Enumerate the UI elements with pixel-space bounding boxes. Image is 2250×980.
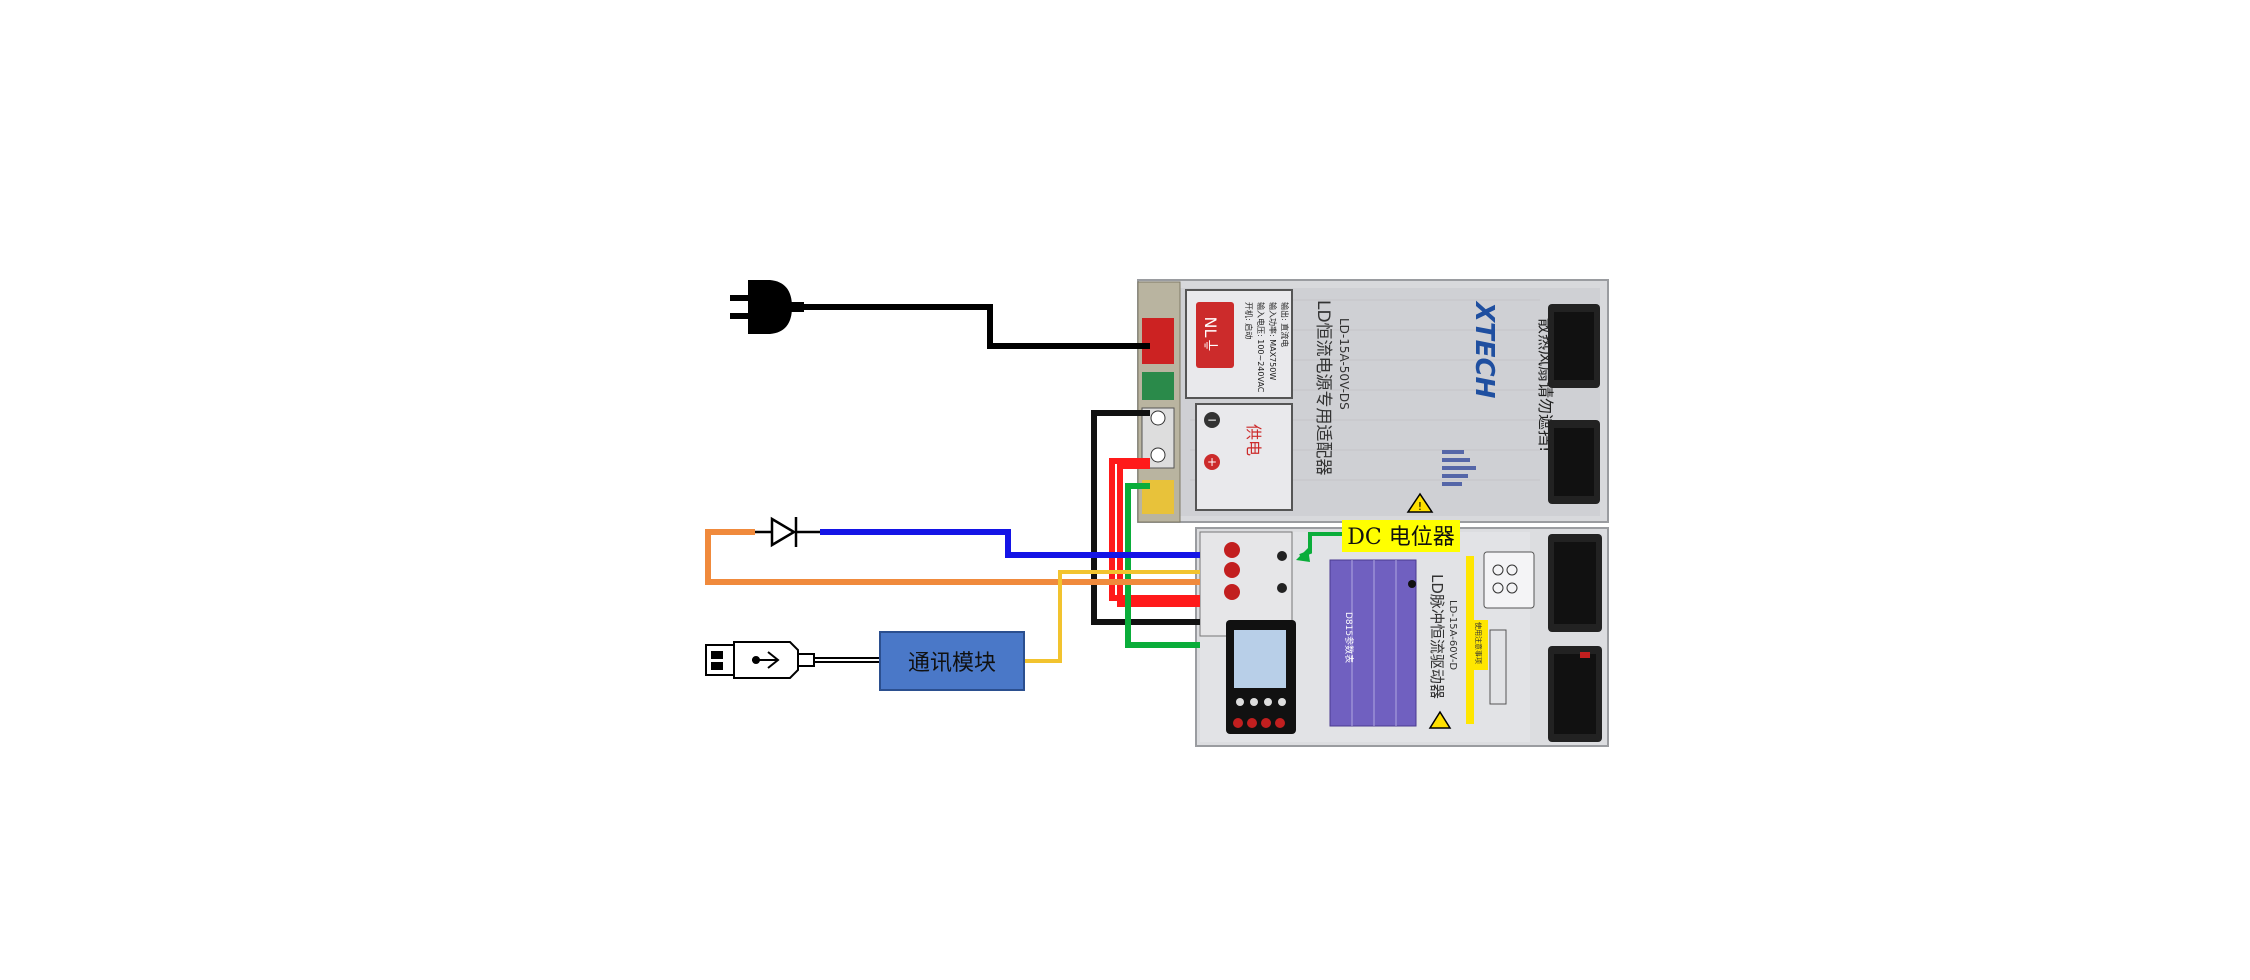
comm-module-box: 通讯模块 xyxy=(879,631,1025,691)
yellow-wire xyxy=(1024,570,1200,663)
driver-dip-switches xyxy=(1483,551,1535,705)
pot-arrow-icon xyxy=(1296,548,1310,562)
driver-indicator-dot xyxy=(1408,580,1416,588)
psu-model: LD-15A-50V-DS xyxy=(1337,318,1351,410)
driver-fan-1 xyxy=(1548,534,1602,632)
svg-text:输入电压: 100~240VAC: 输入电压: 100~240VAC xyxy=(1256,302,1266,393)
warning-icon: ! xyxy=(1406,492,1434,513)
svg-text:输入功率: MAX750W: 输入功率: MAX750W xyxy=(1268,302,1278,380)
dc-pot-label-box: DC 电位器 xyxy=(1342,520,1460,552)
driver-param-table: D815参数表 xyxy=(1329,559,1417,727)
black-wire xyxy=(1091,410,1200,625)
driver-model: LD-15A-60V-D xyxy=(1447,600,1458,670)
blue-wire xyxy=(820,529,1200,558)
minus-icon xyxy=(1204,412,1220,428)
psu-spec-lines: 输入电压: 100~240VAC 输入功率: MAX750W 开机: 启动 输出… xyxy=(1244,302,1290,393)
green-wire xyxy=(1125,483,1200,648)
psu-green-terminal xyxy=(1142,372,1174,400)
svg-text:使用注意事项: 使用注意事项 xyxy=(1474,622,1483,664)
psu-fan-1 xyxy=(1548,304,1600,388)
wires xyxy=(705,304,1344,663)
psu-title: LD恒流电源专用适配器 xyxy=(1313,300,1333,476)
driver-lcd xyxy=(1226,620,1296,734)
power-supply-unit: NL⏚ 输入电压: 100~240VAC 输入功率: MAX750W 开机: 启… xyxy=(1137,279,1609,523)
driver-table-title: D815参数表 xyxy=(1343,612,1355,663)
driver-unit: D815参数表 LD脉冲恒流驱动器 LD-15A-60V-D 使用注意事项 xyxy=(1195,527,1609,747)
psu-power-label: 供电 xyxy=(1244,424,1263,456)
driver-fan-2 xyxy=(1548,646,1602,742)
driver-control-panel xyxy=(1199,531,1293,637)
plus-icon xyxy=(1204,454,1220,470)
psu-brand-logo: XTECH xyxy=(1469,300,1499,399)
plug-icon xyxy=(730,280,804,334)
psu-nl-badge xyxy=(1196,302,1234,368)
psu-nl-label: NL⏚ xyxy=(1201,317,1220,354)
svg-text:开机: 启动: 开机: 启动 xyxy=(1244,302,1254,339)
psu-mains-terminal xyxy=(1142,318,1174,364)
psu-fan-2 xyxy=(1548,420,1600,504)
comm-module-label: 通讯模块 xyxy=(908,651,996,676)
driver-note-tag xyxy=(1470,620,1488,670)
red-wire-2 xyxy=(1117,463,1200,607)
usb-plug-icon xyxy=(705,641,880,679)
driver-title: LD脉冲恒流驱动器 xyxy=(1428,574,1446,699)
svg-text:−: − xyxy=(1207,413,1217,427)
driver-knobs xyxy=(1224,542,1287,600)
diode-icon xyxy=(755,516,820,548)
svg-text:输出: 直流电: 输出: 直流电 xyxy=(1280,302,1290,347)
building-logo-icon xyxy=(1442,450,1476,486)
orange-wire xyxy=(705,529,1200,585)
warning-icon xyxy=(1428,710,1452,729)
mains-wire xyxy=(802,304,1150,349)
red-wire-1 xyxy=(1109,458,1200,601)
dc-pot-label: DC 电位器 xyxy=(1347,525,1454,550)
svg-text:!: ! xyxy=(1418,500,1422,513)
svg-text:+: + xyxy=(1207,455,1217,469)
